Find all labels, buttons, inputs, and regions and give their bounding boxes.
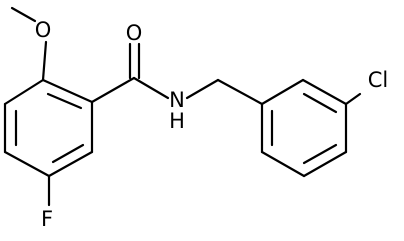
left-ring-bond-1 bbox=[41, 78, 94, 104]
right-ring-double-bond-1 bbox=[302, 92, 338, 114]
amide-nitrogen-label: N bbox=[169, 88, 185, 112]
left-ring-bond-3 bbox=[47, 150, 94, 178]
amide-hydrogen-label: H bbox=[169, 109, 185, 133]
left-ring-bond-6 bbox=[3, 78, 45, 106]
amide-group bbox=[90, 42, 264, 106]
amide-methylene-bond bbox=[185, 78, 220, 100]
right-ring-bond-1 bbox=[260, 78, 305, 106]
right-ring-bond-5 bbox=[260, 150, 306, 178]
right-benzene-ring bbox=[260, 78, 362, 178]
fluorine-label: F bbox=[41, 207, 53, 231]
left-ring-bond-4 bbox=[3, 150, 51, 178]
methyl-carbon-bond bbox=[10, 6, 37, 23]
carbonyl-oxygen-label: O bbox=[126, 21, 143, 45]
carbonyl-amide-bond bbox=[132, 76, 170, 100]
right-ring-double-bond-2 bbox=[302, 143, 338, 165]
methylene-ring-bond bbox=[216, 78, 264, 106]
right-ring-bond-4 bbox=[302, 150, 348, 178]
methoxy-group bbox=[10, 6, 48, 82]
chlorine-bond bbox=[344, 92, 362, 106]
left-benzene-ring bbox=[3, 78, 94, 178]
methoxy-ring-bond bbox=[41, 40, 48, 82]
ring-carbonyl-bond bbox=[90, 76, 136, 104]
methoxy-oxygen-label: O bbox=[35, 18, 52, 42]
right-ring-bond-2 bbox=[301, 78, 348, 106]
left-ring-double-bond-1 bbox=[46, 92, 83, 110]
left-ring-double-bond-2 bbox=[51, 143, 85, 164]
chlorine-label: Cl bbox=[368, 68, 389, 92]
